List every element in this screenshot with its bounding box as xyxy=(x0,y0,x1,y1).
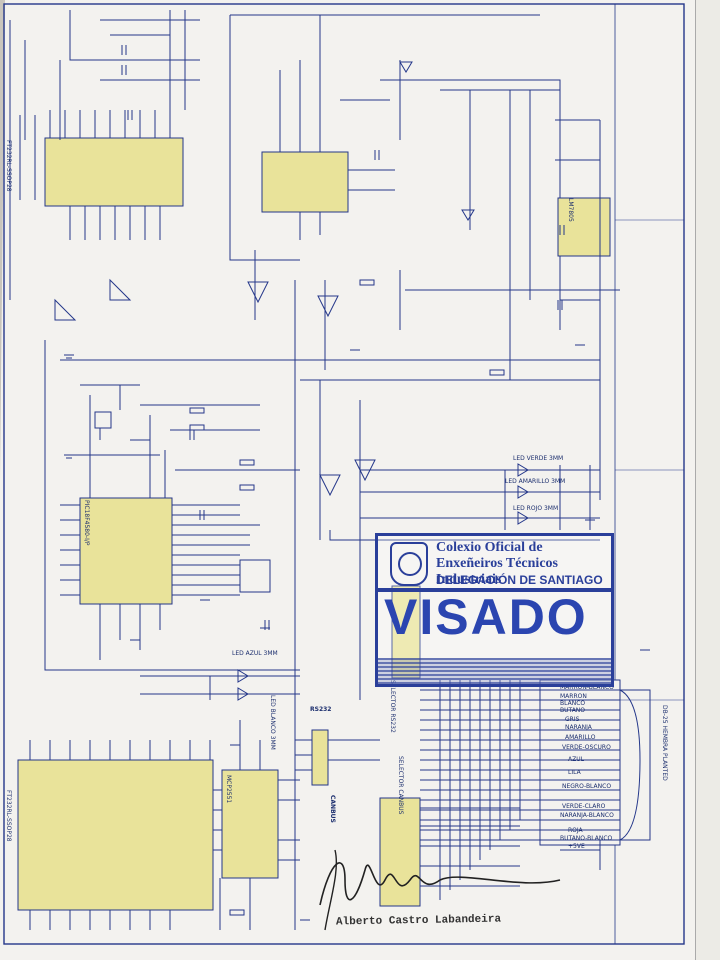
pic-mcu-label: PIC18F4580-I/P xyxy=(83,500,90,546)
wire-color-3: BUTANO xyxy=(560,707,586,714)
header-jp-small xyxy=(239,559,271,593)
regulator-chip xyxy=(557,197,611,257)
wire-color-5: NARANJA xyxy=(565,724,592,731)
wire-color-1: MARRON xyxy=(560,693,587,700)
rs232-jumper xyxy=(311,729,329,786)
selector-canbus-label: SELECTOR CANBUS xyxy=(397,756,404,815)
wire-color-9: LILA xyxy=(568,769,581,776)
wire-color-10: NEGRO-BLANCO xyxy=(562,783,612,790)
led-red-label: LED ROJO 3MM xyxy=(513,505,559,512)
selector-canbus-chip xyxy=(379,797,421,907)
led-green-label: LED VERDE 3MM xyxy=(513,455,564,462)
led-white-label: LED BLANCO 3MM xyxy=(269,695,276,750)
mcp-top-chip xyxy=(261,151,349,213)
regulator-label: LM7805 xyxy=(567,198,574,222)
stamp-visado-text: VISADO xyxy=(384,589,588,645)
coat-of-arms-icon xyxy=(390,542,428,586)
db25-connector xyxy=(539,679,621,846)
visado-stamp: Colexio Oficial de Enxeñeiros Técnicos I… xyxy=(375,533,614,687)
wire-color-12: NARANJA-BLANCO xyxy=(560,812,614,819)
ftdi-top-chip xyxy=(44,137,184,207)
signature-scribble xyxy=(319,862,561,906)
canbus-label: CANBUS xyxy=(329,795,336,823)
adjacent-paper-edge xyxy=(695,0,720,960)
stamp-divider xyxy=(378,588,611,592)
wire-color-8: AZUL xyxy=(568,756,584,763)
can-transceiver-label: MCP2551 xyxy=(225,775,232,804)
wire-color-13: ROJA xyxy=(568,827,583,834)
wire-color-15: +5VE xyxy=(568,843,585,850)
led-yellow-label: LED AMARILLO 3MM xyxy=(505,478,566,485)
ftdi-bottom-chip xyxy=(17,759,214,911)
stamp-bottom-band xyxy=(378,658,611,684)
pic-mcu-chip xyxy=(79,497,173,605)
wire-color-14: BUTANO-BLANCO xyxy=(560,835,613,842)
wire-color-11: VERDE-CLARO xyxy=(562,803,606,810)
dsub-connector-label: DB-25 HEMBRA PLANTED xyxy=(661,705,668,781)
schematic-wiring xyxy=(3,3,685,945)
ftdi-top-label: FT232RL-SSOP28 xyxy=(5,140,12,192)
stamp-org-line2: Enxeñeiros Técnicos Industriais xyxy=(436,556,558,587)
stamp-delegation: DELEGACIÓN DE SANTIAGO xyxy=(436,573,603,587)
selector-rs232-label: SELECTOR RS232 xyxy=(389,680,396,733)
mcp2551-chip xyxy=(221,769,279,879)
wire-color-2: BLANCO xyxy=(560,700,586,707)
wire-color-6: AMARILLO xyxy=(565,734,596,741)
led-blue-label: LED AZUL 3MM xyxy=(232,650,278,657)
stamp-org-line1: Colexio Oficial de xyxy=(436,540,543,555)
rs232-label: RS232 xyxy=(310,706,332,713)
wire-color-7: VERDE-OSCURO xyxy=(562,744,611,751)
wire-color-4: GRIS xyxy=(565,716,580,723)
wire-color-0: MARRON-BLANCO xyxy=(560,684,614,691)
ftdi-bottom-label: FT232RL-SSOP28 xyxy=(5,790,12,842)
